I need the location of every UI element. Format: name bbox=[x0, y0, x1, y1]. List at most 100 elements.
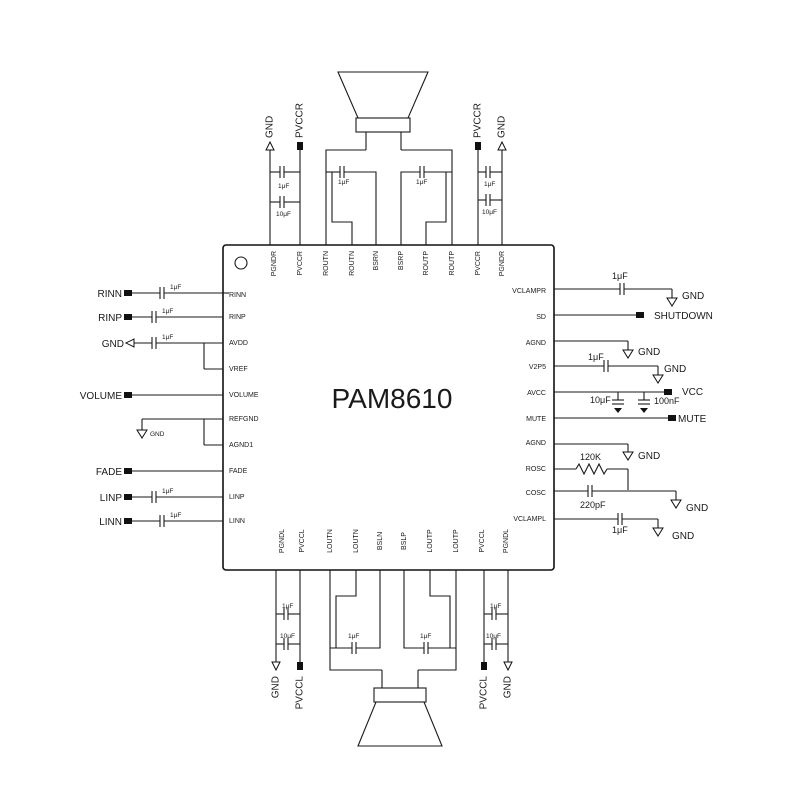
label-rinp: RINP bbox=[98, 313, 122, 324]
label-linp: LINP bbox=[100, 493, 123, 504]
pin-bottom-7: LOUTP bbox=[427, 529, 434, 553]
cap-value-bottom-2: 10μF bbox=[280, 633, 295, 640]
terminal-volume bbox=[124, 392, 132, 398]
label-pvccl-bottom-right: PVCCL bbox=[479, 676, 490, 710]
res-value-rosc: 120K bbox=[580, 452, 601, 462]
gnd-symbol-agnd2 bbox=[622, 451, 634, 461]
pin-right-9: COSC bbox=[526, 490, 546, 497]
label-gnd-top-right: GND bbox=[497, 116, 508, 138]
label-gnd-top-left: GND bbox=[265, 116, 276, 138]
cap-value-vclampr: 1μF bbox=[612, 271, 628, 281]
label-pvccl-bottom-left: PVCCL bbox=[295, 676, 306, 710]
cap-value-avdd: 1μF bbox=[162, 334, 173, 341]
label-vcc: VCC bbox=[682, 387, 703, 398]
pin-right-8: ROSC bbox=[526, 466, 546, 473]
pin-right-3: AGND bbox=[526, 340, 546, 347]
terminal-shutdown bbox=[636, 312, 644, 318]
pin-top-2: PVCCR bbox=[297, 251, 304, 276]
terminal-linp bbox=[124, 494, 132, 500]
terminal-pvccl-bottom-right bbox=[481, 662, 487, 670]
pin-bottom-4: LOUTN bbox=[353, 529, 360, 553]
pin-top-6: BSRP bbox=[398, 251, 405, 270]
pin-top-10: PGNDR bbox=[499, 251, 506, 276]
label-gnd-cosc: GND bbox=[686, 503, 708, 514]
label-gnd-avdd: GND bbox=[102, 339, 124, 350]
cap-value-vclampl: 1μF bbox=[612, 525, 628, 535]
gnd-symbol-avcc-100nf bbox=[640, 408, 648, 413]
cap-value-v2p5: 1μF bbox=[588, 352, 604, 362]
pin-right-10: VCLAMPL bbox=[513, 516, 546, 523]
cap-value-top-4: 1μF bbox=[416, 179, 427, 186]
cap-value-bottom-6: 10μF bbox=[486, 633, 501, 640]
cap-value-bottom-5: 1μF bbox=[490, 603, 501, 610]
label-rinn: RINN bbox=[98, 289, 122, 300]
label-volume: VOLUME bbox=[80, 391, 123, 402]
cap-value-top-1: 1μF bbox=[278, 183, 289, 190]
cap-value-top-3: 1μF bbox=[338, 179, 349, 186]
left-wiring bbox=[130, 287, 223, 527]
terminal-rinp bbox=[124, 314, 132, 320]
cap-value-avcc-10uf: 10μF bbox=[590, 395, 611, 405]
speaker-right bbox=[337, 71, 429, 150]
label-pvccr-top-right: PVCCR bbox=[473, 103, 484, 138]
pin-bottom-2: PVCCL bbox=[299, 529, 306, 552]
label-pvccr-top-left: PVCCR bbox=[295, 103, 306, 138]
pin-left-2: RINP bbox=[229, 314, 246, 321]
pin-left-6: REFGND bbox=[229, 416, 259, 423]
pin-top-9: PVCCR bbox=[475, 251, 482, 276]
label-gnd-vclampr: GND bbox=[682, 291, 704, 302]
pin-bottom-3: LOUTN bbox=[327, 529, 334, 553]
pin-bottom-10: PGNDL bbox=[503, 529, 510, 553]
pin-right-4: V2P5 bbox=[529, 364, 546, 371]
pin-left-4: VREF bbox=[229, 366, 248, 373]
pin-top-8: ROUTP bbox=[449, 251, 456, 276]
gnd-arrow-top-left bbox=[265, 140, 275, 151]
terminal-fade bbox=[124, 468, 132, 474]
pin-top-5: BSRN bbox=[373, 251, 380, 270]
label-gnd-vclampl: GND bbox=[672, 531, 694, 542]
pin-right-5: AVCC bbox=[527, 390, 546, 397]
terminal-pvccr-top-right bbox=[475, 142, 481, 150]
gnd-arrow-top-right bbox=[497, 140, 507, 151]
pin-right-1: VCLAMPR bbox=[512, 288, 546, 295]
gnd-arrow-bottom-right bbox=[503, 661, 513, 672]
pin-bottom-9: PVCCL bbox=[479, 529, 486, 552]
pin-left-1: RINN bbox=[229, 292, 246, 299]
label-gnd-bottom-left: GND bbox=[271, 676, 282, 698]
pin-bottom-1: PGNDL bbox=[279, 529, 286, 553]
gnd-symbol-avcc-10uf bbox=[614, 408, 622, 413]
pin-bottom-5: BSLN bbox=[377, 532, 384, 550]
pin-bottom-6: BSLP bbox=[401, 532, 408, 550]
label-gnd-bottom-right: GND bbox=[503, 676, 514, 698]
cap-value-bottom-1: 1μF bbox=[282, 603, 293, 610]
pin-top-3: ROUTN bbox=[323, 251, 330, 276]
label-gnd-refgnd: GND bbox=[150, 431, 165, 438]
pin-left-5: VOLUME bbox=[229, 392, 259, 399]
label-gnd-v2p5: GND bbox=[664, 364, 686, 375]
cap-value-bottom-4: 1μF bbox=[420, 633, 431, 640]
cap-value-bottom-3: 1μF bbox=[348, 633, 359, 640]
top-wiring bbox=[269, 149, 503, 245]
cap-value-rinn: 1μF bbox=[170, 284, 181, 291]
gnd-symbol-cosc bbox=[670, 499, 682, 509]
pin-right-7: AGND bbox=[526, 440, 546, 447]
pin-left-9: LINP bbox=[229, 494, 245, 501]
cap-value-linn: 1μF bbox=[170, 512, 181, 519]
pin-top-7: ROUTP bbox=[423, 251, 430, 276]
bottom-wiring bbox=[275, 570, 509, 671]
terminal-vcc bbox=[664, 389, 672, 395]
cap-value-linp: 1μF bbox=[162, 488, 173, 495]
pin-right-6: MUTE bbox=[526, 416, 546, 423]
cap-value-rinp: 1μF bbox=[162, 308, 173, 315]
cap-value-avcc-100nf: 100nF bbox=[654, 396, 680, 406]
label-mute: MUTE bbox=[678, 414, 707, 425]
pin-left-10: LINN bbox=[229, 518, 245, 525]
gnd-symbol-vclampl bbox=[652, 527, 664, 537]
cap-value-cosc: 220pF bbox=[580, 500, 606, 510]
terminal-pvccl-bottom-left bbox=[297, 662, 303, 670]
speaker-left bbox=[357, 670, 443, 747]
pin-top-4: ROUTN bbox=[349, 251, 356, 276]
label-gnd-agnd: GND bbox=[638, 347, 660, 358]
